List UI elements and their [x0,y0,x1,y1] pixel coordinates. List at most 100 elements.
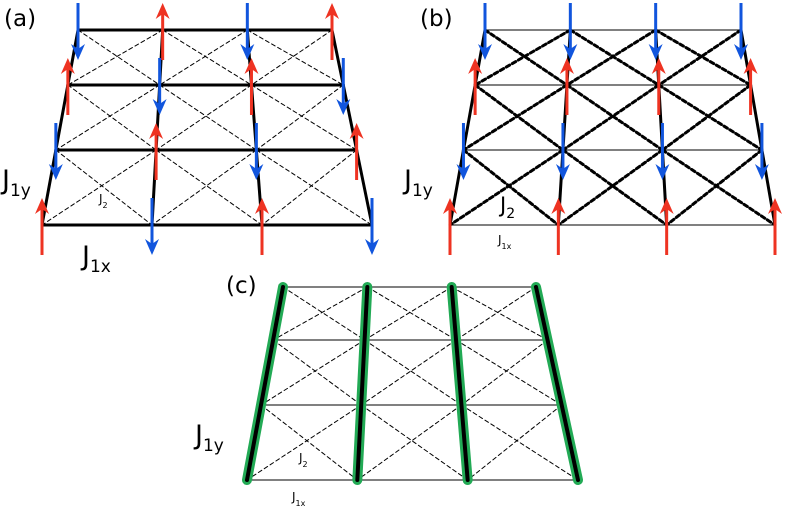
spin-down-arrow [478,3,492,60]
spin-up-arrow [468,58,483,115]
j2-bond [657,28,743,87]
j2-bond [246,404,362,481]
j1y-bond [739,28,753,87]
j2-bond [246,29,344,86]
j1y-bond [355,148,374,227]
panel-c-j2-label: J2 [298,451,308,469]
j2-bond [159,84,257,151]
j2-bond [455,339,563,406]
j2-bond [461,148,560,227]
panel-a [35,3,379,255]
spin-up-arrow [443,198,457,255]
j1y-bond [473,28,487,87]
j2-bond [260,404,358,481]
spin-down-arrow [648,3,663,60]
j2-bond [67,84,157,151]
spin-up-arrow [149,123,164,180]
j2-bond [250,84,358,151]
j2-bond [41,149,157,226]
j2-bond [364,339,462,406]
spin-down-arrow [655,123,670,180]
spin-up-arrow [768,198,782,255]
j2-bond [366,286,457,341]
j2-bond [451,286,549,341]
panel-b-label: (b) [420,6,453,32]
j2-bond [260,339,366,406]
j2-bond [364,286,453,341]
j2-bond [660,148,777,227]
j2-bond [561,148,669,227]
j2-bond [467,404,563,481]
j2-bond [151,149,257,226]
j1y-chain [534,285,580,482]
spin-down-arrow [152,58,167,115]
spin-up-arrow [60,58,75,115]
spin-up-arrow [244,58,259,115]
spin-down-arrow [456,123,471,180]
spin-down-arrow [71,3,85,60]
panel-a-j1x-label: J1x [80,241,111,277]
j1y-bond [448,148,465,227]
spin-up-arrow [35,198,49,255]
panel-a-j1y-label: J1y [0,165,31,201]
j2-bond [356,404,462,481]
j2-bond [556,148,664,227]
spin-down-arrow [240,3,255,60]
j2-bond [162,29,252,86]
j2-bond [565,83,664,152]
panel-a-j2-label: J2 [98,192,108,210]
j2-bond [448,148,565,227]
j2-bond [250,29,333,86]
j2-bond [660,83,753,152]
j2-bond [665,148,764,227]
panel-c-j1x-label: J1x [291,490,306,508]
spin-down-arrow [336,58,351,115]
spin-down-arrow [555,123,570,180]
panel-c-label: (c) [226,273,257,299]
j2-bond [360,339,457,406]
j2-bond [455,286,537,341]
j2-bond [460,339,549,406]
j1y-chain [355,285,370,482]
j1y-bond [330,28,345,87]
j1y-bond [40,148,58,227]
spin-down-arrow [145,198,159,255]
j2-bond [261,149,358,226]
spin-up-arrow [551,198,566,255]
j2-bond [272,339,362,406]
j1y-chain [245,285,285,482]
j1y-bond [461,83,477,152]
j2-bond [460,404,579,481]
spin-up-arrow [349,123,364,180]
j2-bond [565,28,658,87]
j1y-chain [449,285,470,482]
j2-bond [55,84,161,151]
spin-up-arrow [255,198,269,255]
j2-bond [255,149,373,226]
j2-bond [657,83,764,152]
j1y-bond [54,83,70,152]
spin-down-arrow [48,123,63,180]
spin-down-arrow [249,123,264,180]
j2-bond [155,149,263,226]
panel-b-j2-label: J2 [498,193,515,222]
j2-bond [473,28,572,87]
spin-up-arrow [743,58,758,115]
j2-bond [272,286,368,341]
j2-bond [654,28,753,87]
spin-up-arrow [155,3,170,60]
spin-down-arrow [734,3,748,60]
j2-bond [282,286,366,341]
j2-bond [473,83,565,152]
j1y-bond [749,83,764,152]
j2-bond [360,404,469,481]
j1y-bond [66,28,80,87]
spin-up-arrow [559,58,574,115]
j2-bond [255,84,344,151]
j2-bond [55,149,153,226]
j2-bond [461,83,569,152]
spin-down-arrow [754,123,769,180]
j1y-bond [341,83,359,152]
j2-bond [561,83,661,152]
